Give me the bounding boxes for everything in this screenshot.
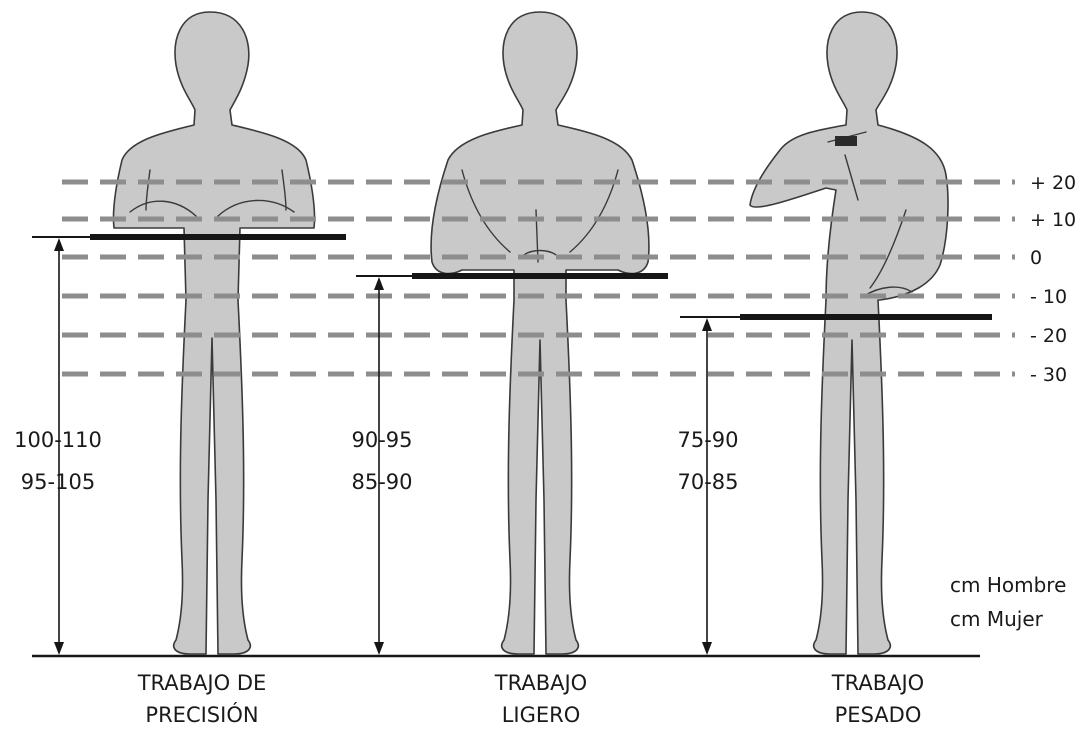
arrow-head-up (54, 238, 64, 251)
height-range-man: 100-110 (14, 428, 102, 452)
reference-level-label: + 10 (1030, 209, 1076, 231)
arrow-head-down (374, 642, 384, 655)
work-type-caption-line1: TRABAJO DE (137, 671, 267, 695)
height-range-woman: 70-85 (677, 470, 738, 494)
arrow-head-down (54, 642, 64, 655)
arrow-head-down (702, 642, 712, 655)
legend-man-label: cm Hombre (950, 573, 1066, 597)
height-range-woman: 95-105 (21, 470, 95, 494)
height-range-labels: 100-110 95-105 90-95 85-90 75-90 70-85 (14, 428, 738, 494)
work-type-caption-line2: PESADO (835, 703, 922, 727)
work-type-captions: TRABAJO DE PRECISIÓN TRABAJO LIGERO TRABAJO P… (137, 671, 924, 727)
reference-level-label: - 20 (1030, 325, 1067, 347)
legend: cm Hombre cm Mujer (950, 573, 1066, 631)
legend-woman-label: cm Mujer (950, 607, 1044, 631)
arrow-head-up (374, 277, 384, 290)
reference-level-label: + 20 (1030, 172, 1076, 194)
arrow-head-up (702, 318, 712, 331)
height-range-woman: 85-90 (351, 470, 412, 494)
reference-level-label: - 30 (1030, 364, 1067, 386)
work-type-caption-line2: LIGERO (502, 703, 581, 727)
reference-level-label: - 10 (1030, 286, 1067, 308)
height-range-man: 90-95 (351, 428, 412, 452)
reference-level-labels: + 20 + 10 0 - 10 - 20 - 30 (1030, 172, 1076, 386)
height-range-man: 75-90 (677, 428, 738, 452)
work-type-caption-line1: TRABAJO (831, 671, 924, 695)
work-type-caption-line2: PRECISIÓN (145, 702, 258, 727)
work-type-caption-line1: TRABAJO (494, 671, 587, 695)
reference-level-label: 0 (1030, 247, 1042, 269)
